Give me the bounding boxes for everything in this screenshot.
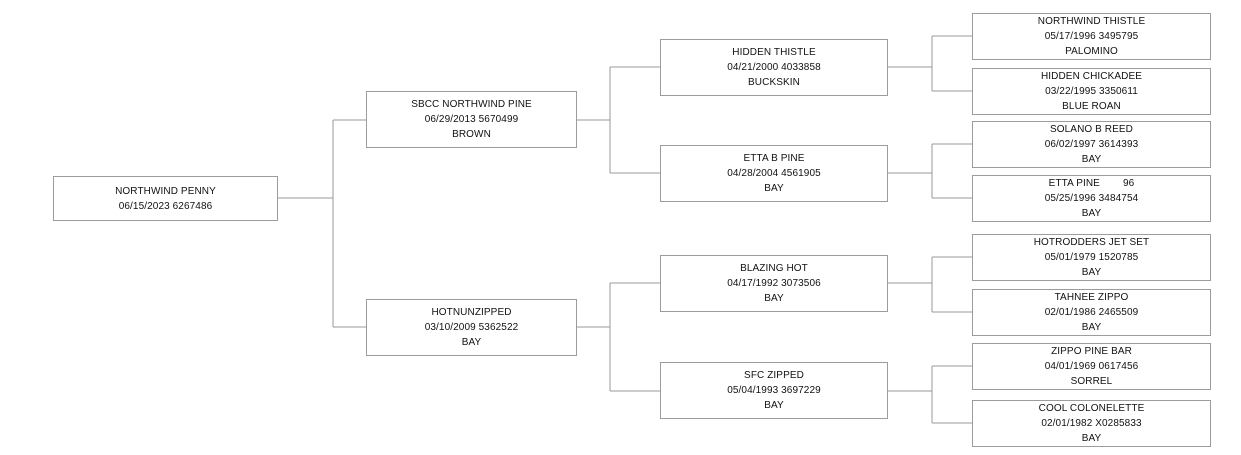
horse-color: BROWN <box>452 129 491 140</box>
sire-dam-box: ETTA B PINE 04/28/2004 4561905 BAY <box>660 145 888 202</box>
ancestor-box: NORTHWIND THISTLE 05/17/1996 3495795 PAL… <box>972 13 1211 60</box>
corner-mark <box>0 0 18 6</box>
horse-info: 05/17/1996 3495795 <box>1044 31 1139 42</box>
horse-color: BLUE ROAN <box>1062 101 1121 112</box>
horse-color: PALOMINO <box>1065 46 1118 57</box>
sire-box: SBCC NORTHWIND PINE 06/29/2013 5670499 B… <box>366 91 577 148</box>
horse-color: BAY <box>764 400 784 411</box>
subject-box: NORTHWIND PENNY 06/15/2023 6267486 <box>53 176 278 221</box>
horse-name: SFC ZIPPED <box>744 370 804 381</box>
horse-color: BAY <box>1081 322 1102 333</box>
horse-color: BAY <box>1081 208 1102 219</box>
ancestor-box: HOTRODDERS JET SET 05/01/1979 1520785 BA… <box>972 234 1211 281</box>
dam-sire-box: BLAZING HOT 04/17/1992 3073506 BAY <box>660 255 888 312</box>
horse-color: BAY <box>764 183 784 194</box>
horse-name: TAHNEE ZIPPO <box>1054 292 1129 303</box>
horse-name: ETTA B PINE <box>743 153 805 164</box>
horse-name: SOLANO B REED <box>1050 124 1133 135</box>
horse-color: BAY <box>764 293 784 304</box>
horse-name: NORTHWIND THISTLE <box>1037 16 1146 27</box>
horse-name: NORTHWIND PENNY <box>115 185 216 197</box>
horse-info: 04/01/1969 0617456 <box>1044 361 1139 372</box>
horse-info: 04/28/2004 4561905 <box>727 168 821 179</box>
ancestor-box: HIDDEN CHICKADEE 03/22/1995 3350611 BLUE… <box>972 68 1211 115</box>
ancestor-box: SOLANO B REED 06/02/1997 3614393 BAY <box>972 121 1211 168</box>
horse-color: BAY <box>1081 433 1102 444</box>
horse-name: COOL COLONELETTE <box>1038 403 1145 414</box>
dam-dam-box: SFC ZIPPED 05/04/1993 3697229 BAY <box>660 362 888 419</box>
ancestor-box: ZIPPO PINE BAR 04/01/1969 0617456 SORREL <box>972 343 1211 390</box>
horse-name: ZIPPO PINE BAR <box>1051 346 1132 357</box>
horse-name: ETTA PINE 96 <box>1048 178 1135 189</box>
horse-info: 03/10/2009 5362522 <box>424 322 519 333</box>
horse-info: 05/04/1993 3697229 <box>727 385 821 396</box>
horse-info: 04/21/2000 4033858 <box>727 62 821 73</box>
horse-info: 05/01/1979 1520785 <box>1044 252 1139 263</box>
sire-sire-box: HIDDEN THISTLE 04/21/2000 4033858 BUCKSK… <box>660 39 888 96</box>
horse-color: SORREL <box>1070 376 1113 387</box>
horse-color: BUCKSKIN <box>748 77 800 88</box>
horse-info: 05/25/1996 3484754 <box>1044 193 1139 204</box>
horse-info: 02/01/1986 2465509 <box>1044 307 1139 318</box>
horse-name: HOTRODDERS JET SET <box>1033 237 1150 248</box>
ancestor-box: TAHNEE ZIPPO 02/01/1986 2465509 BAY <box>972 289 1211 336</box>
horse-info: 06/02/1997 3614393 <box>1044 139 1139 150</box>
horse-color: BAY <box>461 337 482 348</box>
horse-name: HOTNUNZIPPED <box>431 307 512 318</box>
horse-info: 02/01/1982 X0285833 <box>1041 418 1142 429</box>
horse-info: 04/17/1992 3073506 <box>727 278 821 289</box>
ancestor-box: ETTA PINE 96 05/25/1996 3484754 BAY <box>972 175 1211 222</box>
ancestor-box: COOL COLONELETTE 02/01/1982 X0285833 BAY <box>972 400 1211 447</box>
horse-name: HIDDEN CHICKADEE <box>1040 71 1143 82</box>
horse-name: BLAZING HOT <box>740 263 808 274</box>
horse-name: HIDDEN THISTLE <box>732 47 816 58</box>
horse-info: 06/15/2023 6267486 <box>118 200 213 212</box>
horse-name: SBCC NORTHWIND PINE <box>411 99 532 110</box>
horse-info: 03/22/1995 3350611 <box>1045 86 1138 97</box>
horse-color: BAY <box>1081 154 1102 165</box>
dam-box: HOTNUNZIPPED 03/10/2009 5362522 BAY <box>366 299 577 356</box>
horse-color: BAY <box>1081 267 1102 278</box>
horse-info: 06/29/2013 5670499 <box>424 114 519 125</box>
